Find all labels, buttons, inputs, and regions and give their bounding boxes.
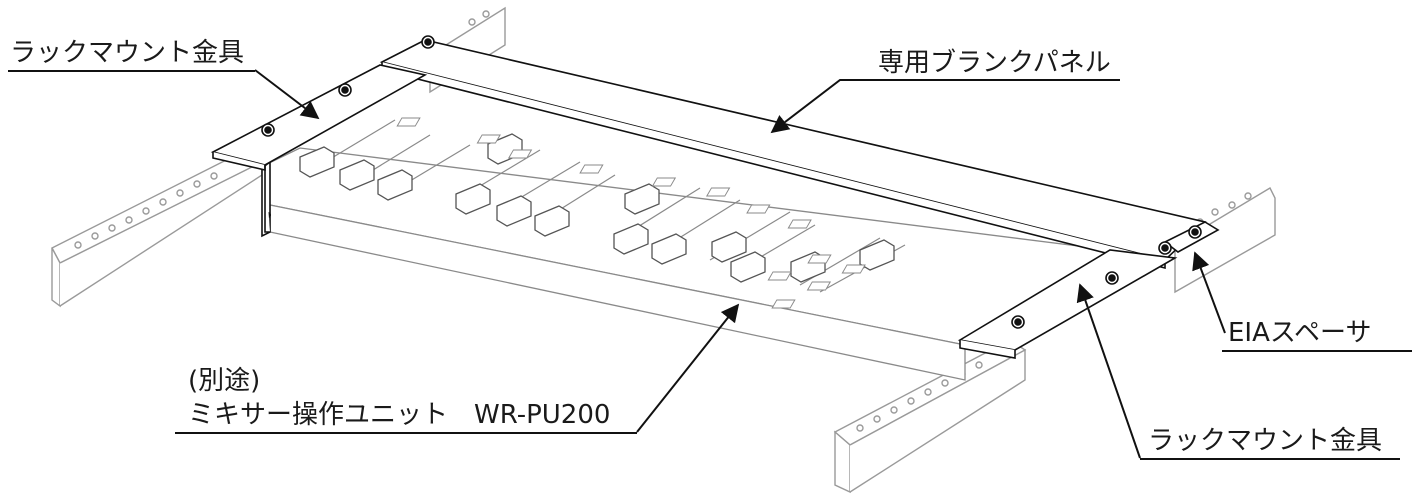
label-blank-panel: 専用ブランクパネル xyxy=(878,48,1111,78)
label-mixer-unit: ミキサー操作ユニット WR-PU200 xyxy=(188,400,611,430)
underline-mixer-unit xyxy=(175,432,637,434)
rack-bracket-right xyxy=(957,241,1178,359)
leader-mixer-unit xyxy=(636,303,740,433)
eia-spacer xyxy=(1163,221,1220,253)
leader-lines xyxy=(254,69,1226,459)
label-eia-spacer: EIAスペーサ xyxy=(1228,318,1372,348)
leader-eia-spacer xyxy=(1192,251,1226,334)
label-mixer-note: (別途) xyxy=(188,366,261,396)
label-rack-bracket-left: ラックマウント金具 xyxy=(10,38,245,68)
front-right-rail xyxy=(833,339,1027,494)
underline-eia-spacer xyxy=(1222,350,1412,352)
label-rack-bracket-right: ラックマウント金具 xyxy=(1148,426,1383,456)
mixer-unit xyxy=(261,104,1112,381)
underline-rack-bracket-left xyxy=(8,70,255,72)
leader-rack-bracket-left xyxy=(254,69,320,120)
leader-rack-bracket-right xyxy=(1076,283,1141,459)
leader-blank-panel xyxy=(770,79,1120,134)
underline-rack-bracket-right xyxy=(1140,458,1400,460)
